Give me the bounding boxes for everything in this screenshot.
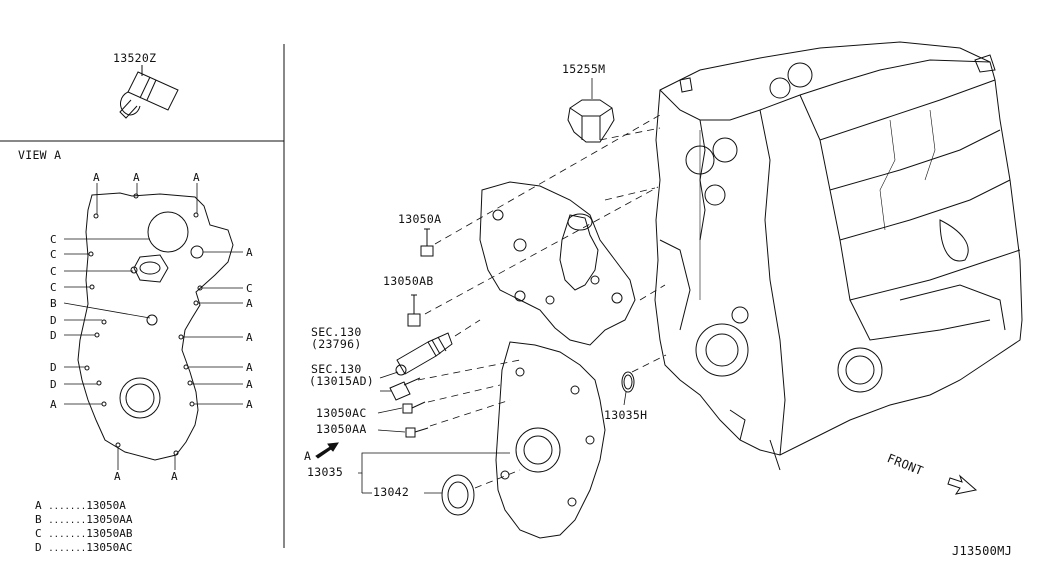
label-13050a: 13050A	[398, 212, 442, 226]
legend-part: 13050AB	[86, 527, 133, 540]
view-a-letter-a: A	[114, 470, 121, 483]
diagram-code: J13500MJ	[952, 544, 1013, 558]
view-a-letter-d: D	[50, 361, 57, 374]
alignment-lines	[417, 114, 667, 489]
view-a-cover-outline	[77, 192, 234, 461]
view-a-letter-a: A	[50, 398, 57, 411]
view-a-letter-a: A	[246, 331, 253, 344]
view-a-letter-b: B	[50, 297, 57, 310]
view-a-letter-c: C	[50, 233, 57, 246]
legend-dots: .......	[48, 502, 87, 512]
sealant-tube-icon	[119, 71, 179, 119]
legend-row: C .......13050AB	[35, 527, 133, 540]
sensor-23796-icon	[395, 332, 453, 376]
view-a-letter-a: A	[171, 470, 178, 483]
label-13042: 13042	[373, 485, 410, 499]
view-a-letter-a: A	[246, 398, 253, 411]
view-a-letter-a: A	[193, 171, 200, 184]
label-13035h: 13035H	[604, 408, 648, 422]
o-ring-13035h-icon	[621, 371, 635, 393]
view-a-letter-c: C	[50, 281, 57, 294]
label-13050aa: 13050AA	[316, 422, 367, 436]
legend-part: 13050AC	[86, 541, 133, 554]
label-23796: (23796)	[311, 337, 362, 351]
label-sec130-23796: SEC.130	[311, 325, 362, 339]
view-a-letter-d: D	[50, 378, 57, 391]
view-a-letter-c: C	[50, 265, 57, 278]
bolt-13050ac-icon	[402, 401, 426, 414]
view-a-arrow-icon	[315, 442, 339, 459]
legend-row: D .......13050AC	[35, 541, 133, 554]
view-a-letter-a: A	[246, 297, 253, 310]
label-13520z: 13520Z	[113, 51, 157, 65]
part-leaders	[358, 371, 627, 494]
front-cover-upper	[479, 181, 636, 346]
view-a-letter-d: D	[50, 329, 57, 342]
legend-key: B	[35, 513, 42, 526]
view-a-letter-a: A	[246, 361, 253, 374]
view-a-letter-c: C	[50, 248, 57, 261]
legend-row: B .......13050AA	[35, 513, 133, 526]
view-a-letter-c: C	[246, 282, 253, 295]
view-a-title: VIEW A	[18, 148, 62, 162]
legend-row: A .......13050A	[35, 499, 126, 512]
front-arrow-icon	[947, 474, 978, 495]
legend-dots: .......	[48, 516, 87, 526]
legend-key: A	[35, 499, 42, 512]
view-a-leaders	[63, 183, 243, 470]
sensor-13015ad-icon	[389, 377, 421, 401]
bolt-13050aa-icon	[405, 427, 429, 438]
legend-part: 13050AA	[86, 513, 133, 526]
legend-part: 13050A	[86, 499, 126, 512]
legend-key: C	[35, 527, 42, 540]
legend-dots: .......	[48, 544, 87, 554]
view-a-letter-a: A	[246, 246, 253, 259]
label-13050ab: 13050AB	[383, 274, 434, 288]
view-a-letter-a: A	[133, 171, 140, 184]
label-15255m: 15255M	[562, 62, 606, 76]
label-13050ac: 13050AC	[316, 406, 367, 420]
bolt-13050ab-icon	[407, 294, 421, 327]
oil-filler-cap-icon	[567, 99, 615, 143]
label-sec130-13015ad: SEC.130	[311, 362, 362, 376]
label-13035: 13035	[307, 465, 344, 479]
view-a-letter-a: A	[93, 171, 100, 184]
view-a-letter-d: D	[50, 314, 57, 327]
label-13015ad: (13015AD)	[309, 374, 375, 388]
oil-seal-13042-icon	[441, 474, 475, 516]
bolt-13050a-icon	[420, 228, 434, 257]
view-a-letter-a: A	[246, 378, 253, 391]
view-a-arrow-label: A	[304, 449, 312, 463]
engine-block	[654, 41, 1023, 471]
legend-dots: .......	[48, 530, 87, 540]
legend-key: D	[35, 541, 42, 554]
front-cover-lower	[495, 341, 606, 539]
